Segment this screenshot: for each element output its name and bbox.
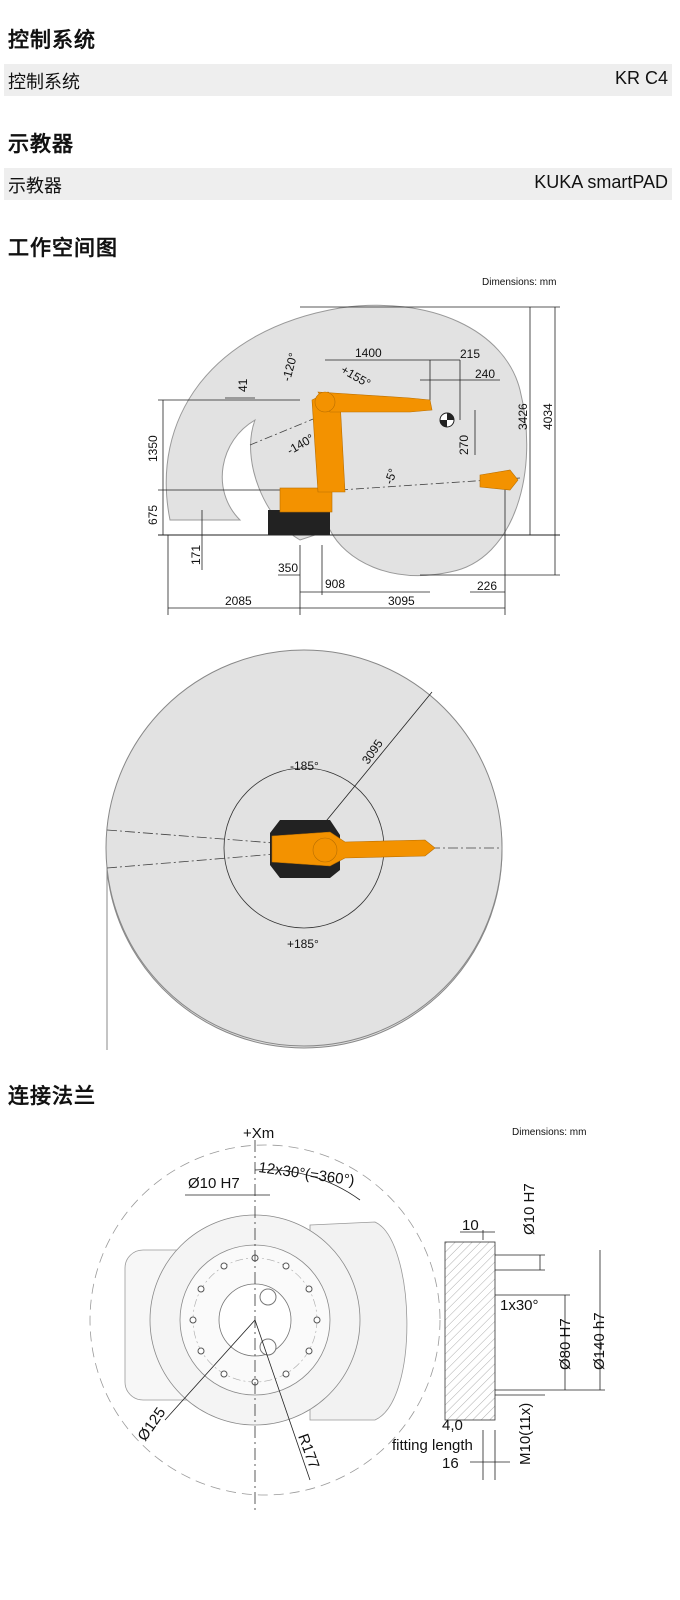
dim-3426: 3426: [516, 403, 530, 430]
dim-4034: 4034: [541, 403, 555, 430]
flange-chamfer: 1x30°: [500, 1297, 539, 1314]
dim-350: 350: [278, 561, 298, 575]
teach-value: KUKA smartPAD: [534, 172, 668, 192]
angle-m5: -5°: [382, 467, 401, 487]
flange-section-title: 连接法兰: [8, 1084, 96, 1108]
control-value: KR C4: [614, 68, 668, 88]
flange-d125: Ø125: [134, 1404, 169, 1444]
control-row: 控制系统 KR C4: [4, 64, 672, 96]
dim-3095: 3095: [388, 594, 415, 608]
flange-d80h7: Ø80 H7: [557, 1318, 574, 1370]
flange-units: Dimensions: mm: [512, 1127, 586, 1138]
flange-r177: R177: [294, 1432, 322, 1472]
flange-d10h7-vertical: Ø10 H7: [521, 1183, 538, 1235]
dim-226: 226: [477, 579, 497, 593]
control-label: 控制系统: [8, 72, 80, 93]
flange-d10: 10: [462, 1217, 479, 1234]
flange-xm: +Xm: [243, 1125, 274, 1142]
teach-label: 示教器: [8, 176, 62, 197]
dim-240: 240: [475, 367, 495, 381]
robot-base-side: [268, 510, 330, 535]
flange-fitting-length: fitting length: [392, 1437, 473, 1454]
flange-d40: 4,0: [442, 1417, 463, 1434]
robot-arm-top: [271, 831, 436, 867]
workspace-side-view: Dimensions: mm 1400 215 240 41 -120° +15…: [146, 277, 560, 615]
dim-1400: 1400: [355, 346, 382, 360]
dim-675: 675: [146, 505, 160, 525]
dim-270: 270: [457, 435, 471, 455]
teach-row: 示教器 KUKA smartPAD: [4, 168, 672, 200]
dim-171: 171: [189, 545, 203, 565]
teach-section-title: 示教器: [8, 132, 74, 156]
angle-top-m185: -185°: [290, 759, 319, 773]
dim-908: 908: [325, 577, 345, 591]
control-section-title: 控制系统: [8, 28, 96, 52]
dim-1350: 1350: [146, 435, 160, 462]
dim-2085: 2085: [225, 594, 252, 608]
flange-pattern: 12x30°(=360°): [257, 1159, 355, 1189]
flange-drawing: +Xm Dimensions: mm Ø10 H7 12x30°(=360°) …: [89, 1125, 608, 1510]
flange-m10: M10(11x): [517, 1403, 534, 1465]
envelope-side: [165, 304, 528, 576]
flange-d140h7: Ø140 h7: [591, 1312, 608, 1370]
angle-top-p185: +185°: [287, 937, 319, 951]
workspace-units: Dimensions: mm: [482, 277, 556, 288]
dim-41: 41: [236, 378, 250, 392]
flange-d10h7: Ø10 H7: [188, 1175, 240, 1192]
flange-d16: 16: [442, 1455, 459, 1472]
dim-215: 215: [460, 347, 480, 361]
workspace-top-view: 3095 -185° +185°: [105, 649, 503, 1050]
workspace-section-title: 工作空间图: [8, 236, 118, 260]
